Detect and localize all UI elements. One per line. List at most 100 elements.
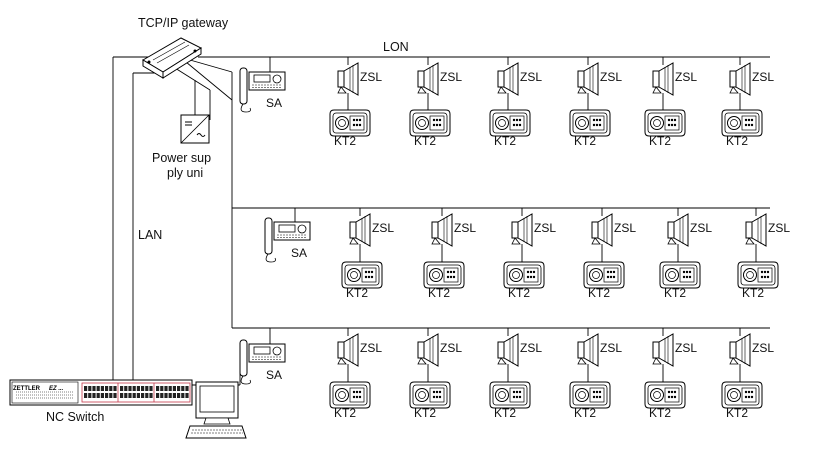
power-supply-icon	[180, 114, 210, 144]
zsl-label: ZSL	[360, 70, 383, 84]
tcp-ip-gateway-icon	[142, 37, 203, 79]
switch-port-icon	[105, 393, 109, 398]
switch-port-icon	[181, 386, 185, 391]
switch-port-icon	[149, 393, 153, 398]
switch-port-icon	[160, 386, 164, 391]
switch-port-icon	[96, 393, 100, 398]
lan-label: LAN	[138, 228, 163, 242]
zsl-speaker-icon	[577, 333, 599, 367]
stations-layer	[239, 62, 779, 409]
zsl-speaker-icon	[431, 213, 453, 247]
kt2-keypad-icon	[489, 109, 531, 137]
zsl-speaker-icon	[729, 333, 751, 367]
switch-brand: ZETTLER	[13, 386, 41, 392]
switch-port-icon	[145, 393, 149, 398]
sa-label: SA	[291, 246, 308, 260]
switch-port-icon	[149, 386, 153, 391]
kt2-keypad-icon	[489, 381, 531, 409]
switch-port-icon	[156, 393, 160, 398]
kt2-label: KT2	[726, 406, 749, 420]
switch-port-icon	[88, 393, 92, 398]
kt2-label: KT2	[664, 286, 687, 300]
zsl-speaker-icon	[349, 213, 371, 247]
zsl-label: ZSL	[360, 341, 383, 355]
zsl-label: ZSL	[520, 341, 543, 355]
switch-port-icon	[168, 393, 172, 398]
zsl-speaker-icon	[497, 333, 519, 367]
station-drops	[269, 57, 757, 382]
gateway-label: TCP/IP gateway	[138, 16, 229, 30]
kt2-keypad-icon	[583, 261, 625, 289]
switch-port-icon	[128, 386, 132, 391]
switch-port-icon	[132, 386, 136, 391]
zsl-label: ZSL	[372, 221, 395, 235]
zsl-label: ZSL	[600, 70, 623, 84]
switch-port-icon	[141, 393, 145, 398]
kt2-keypad-icon	[503, 261, 545, 289]
switch-port-icon	[172, 386, 176, 391]
zsl-speaker-icon	[417, 333, 439, 367]
switch-port-icon	[172, 393, 176, 398]
zsl-speaker-icon	[417, 62, 439, 96]
sa-label: SA	[266, 96, 283, 110]
switch-port-icon	[105, 386, 109, 391]
zsl-label: ZSL	[440, 70, 463, 84]
kt2-keypad-icon	[423, 261, 465, 289]
zsl-speaker-icon	[497, 62, 519, 96]
zsl-label: ZSL	[768, 221, 791, 235]
switch-port-icon	[160, 393, 164, 398]
zsl-speaker-icon	[652, 333, 674, 367]
kt2-label: KT2	[574, 406, 597, 420]
kt2-keypad-icon	[721, 381, 763, 409]
power-supply-label-line1: Power sup	[152, 151, 212, 165]
kt2-label: KT2	[414, 134, 437, 148]
kt2-keypad-icon	[329, 381, 371, 409]
kt2-keypad-icon	[409, 109, 451, 137]
kt2-keypad-icon	[644, 381, 686, 409]
switch-port-icon	[96, 386, 100, 391]
switch-port-icon	[145, 386, 149, 391]
zsl-label: ZSL	[440, 341, 463, 355]
zsl-label: ZSL	[690, 221, 713, 235]
switch-port-icon	[109, 393, 113, 398]
zsl-speaker-icon	[337, 333, 359, 367]
switch-port-icon	[185, 393, 189, 398]
switch-model: EZ ...	[49, 386, 64, 392]
kt2-label: KT2	[346, 286, 369, 300]
kt2-label: KT2	[742, 286, 765, 300]
kt2-label: KT2	[494, 406, 517, 420]
kt2-label: KT2	[334, 406, 357, 420]
switch-port-icon	[177, 386, 181, 391]
kt2-label: KT2	[649, 406, 672, 420]
kt2-keypad-icon	[644, 109, 686, 137]
switch-port-icon	[124, 386, 128, 391]
kt2-label: KT2	[508, 286, 531, 300]
zsl-speaker-icon	[577, 62, 599, 96]
kt2-keypad-icon	[737, 261, 779, 289]
kt2-label: KT2	[334, 134, 357, 148]
switch-port-icon	[88, 386, 92, 391]
zsl-speaker-icon	[652, 62, 674, 96]
nc-switch-label: NC Switch	[46, 410, 105, 424]
switch-port-icon	[109, 386, 113, 391]
switch-port-icon	[113, 393, 117, 398]
kt2-keypad-icon	[721, 109, 763, 137]
zsl-label: ZSL	[675, 341, 698, 355]
kt2-keypad-icon	[329, 109, 371, 137]
kt2-keypad-icon	[659, 261, 701, 289]
lon-label: LON	[383, 40, 409, 54]
kt2-label: KT2	[649, 134, 672, 148]
switch-port-icon	[156, 386, 160, 391]
switch-port-icon	[92, 393, 96, 398]
zsl-speaker-icon	[591, 213, 613, 247]
kt2-label: KT2	[494, 134, 517, 148]
kt2-label: KT2	[574, 134, 597, 148]
kt2-keypad-icon	[569, 381, 611, 409]
switch-port-icon	[120, 393, 124, 398]
switch-port-icon	[124, 393, 128, 398]
switch-port-icon	[92, 386, 96, 391]
switch-port-icon	[136, 393, 140, 398]
switch-port-icon	[100, 386, 104, 391]
kt2-label: KT2	[428, 286, 451, 300]
zsl-label: ZSL	[600, 341, 623, 355]
